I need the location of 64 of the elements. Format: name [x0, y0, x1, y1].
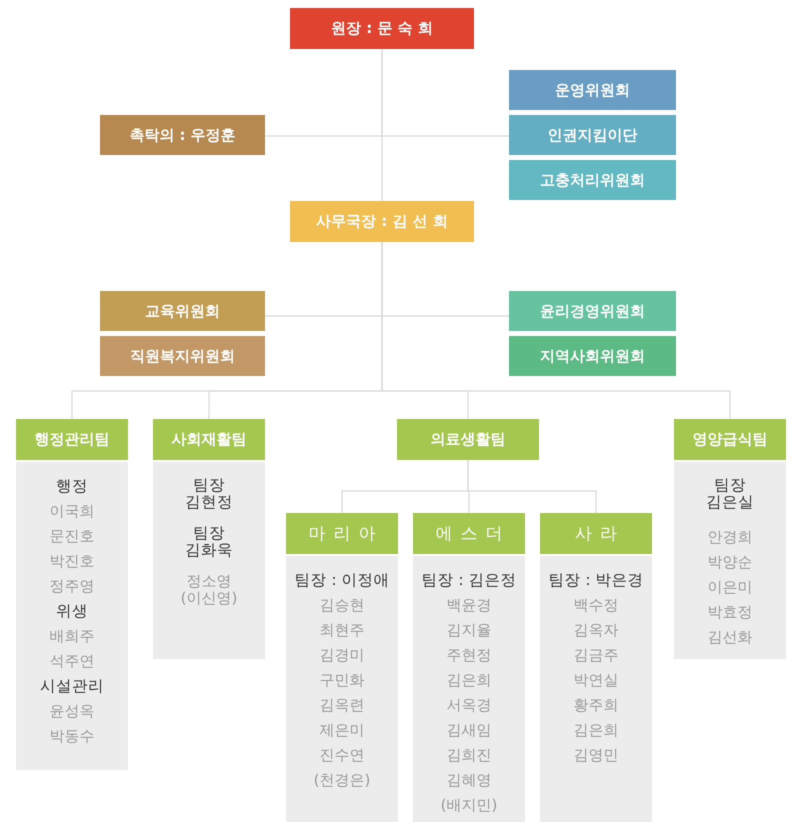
role-label: 팀장 김화욱	[185, 525, 233, 559]
staff-name: 주현정	[446, 645, 492, 666]
staff-name: 박효정	[708, 602, 752, 623]
staff-name: 김옥자	[574, 620, 618, 641]
staff-name: 김희진	[446, 745, 492, 766]
staff-name: 김혜영	[446, 770, 492, 791]
staff-name: 김선화	[708, 627, 752, 648]
position-box: 원장 : 문 숙 희	[290, 8, 474, 49]
committee-box: 운영위원회	[509, 70, 676, 110]
staff-name: 김영민	[574, 745, 618, 766]
staff-name: 정소영 (이신영)	[180, 573, 238, 607]
staff-name: 김은희	[574, 720, 618, 741]
committee-box: 교육위원회	[100, 291, 265, 331]
staff-name: 진수연	[320, 745, 364, 766]
staff-name: 백윤경	[446, 595, 492, 616]
staff-name: 김승현	[320, 595, 364, 616]
staff-name: 제은미	[320, 720, 364, 741]
staff-name: 배희주	[50, 626, 94, 647]
subteam-header: 마 리 아	[286, 513, 398, 554]
staff-name: 최현주	[320, 620, 364, 641]
staff-name: (천경은)	[314, 770, 370, 791]
staff-name: 석주연	[50, 651, 94, 672]
position-box: 촉탁의 : 우정훈	[100, 115, 265, 155]
staff-name: 구민화	[320, 670, 364, 691]
staff-name: 김금주	[574, 645, 618, 666]
role-label: 팀장 : 박은경	[548, 570, 644, 591]
staff-name: 박진호	[50, 551, 94, 572]
staff-name: 안경희	[708, 527, 752, 548]
staff-name: 황주희	[574, 695, 618, 716]
committee-box: 직원복지위원회	[100, 336, 265, 376]
staff-name: 김경미	[320, 645, 364, 666]
staff-name: 박양순	[708, 552, 752, 573]
role-label: 팀장 김현정	[185, 477, 233, 511]
subteam-header: 사 라	[540, 513, 652, 554]
committee-box: 고충처리위원회	[509, 160, 676, 200]
committee-box: 지역사회위원회	[509, 336, 676, 376]
subteam-header: 에 스 더	[413, 513, 525, 554]
role-label: 팀장 : 김은정	[421, 570, 517, 591]
team-header: 영양급식팀	[674, 419, 786, 460]
staff-name: 김지율	[446, 620, 492, 641]
staff-name: 정주영	[50, 576, 94, 597]
staff-name: 문진호	[50, 526, 94, 547]
staff-name: 이국희	[50, 501, 94, 522]
staff-name: 윤성옥	[50, 701, 94, 722]
staff-name: 김은희	[446, 670, 492, 691]
staff-name: 서옥경	[446, 695, 492, 716]
committee-box: 윤리경영위원회	[509, 291, 676, 331]
role-label: 팀장 : 이정애	[294, 570, 390, 591]
role-label: 위생	[56, 601, 88, 622]
role-label: 행정	[56, 476, 88, 497]
team-header: 의료생활팀	[397, 419, 539, 460]
staff-name: 이은미	[708, 577, 752, 598]
staff-name: 김옥련	[320, 695, 364, 716]
team-header: 사회재활팀	[153, 419, 265, 460]
role-label: 팀장 김은실	[706, 477, 754, 511]
committee-box: 인권지킴이단	[509, 115, 676, 155]
staff-name: 박연실	[574, 670, 618, 691]
staff-name: 박동수	[50, 726, 94, 747]
position-box: 사무국장 : 김 선 희	[290, 201, 474, 242]
staff-name: 백수정	[574, 595, 618, 616]
staff-name: (배지민)	[440, 795, 498, 816]
staff-name: 김새임	[446, 720, 492, 741]
role-label: 시설관리	[40, 676, 104, 697]
team-header: 행정관리팀	[16, 419, 128, 460]
